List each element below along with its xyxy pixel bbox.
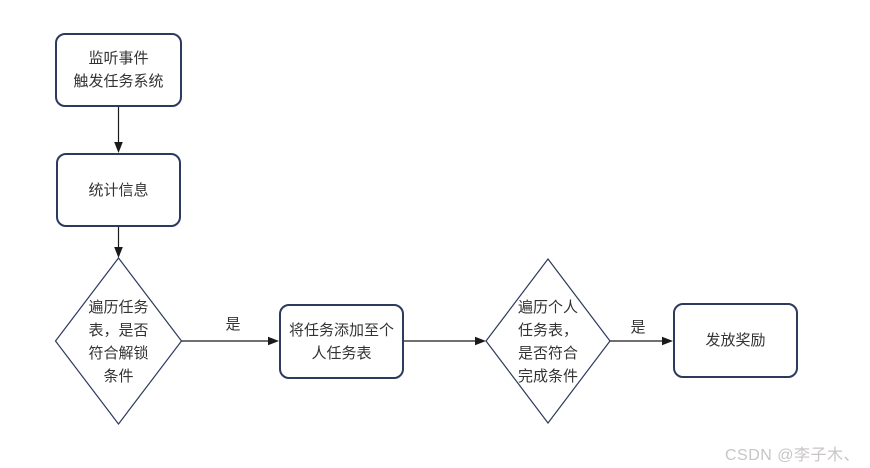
arrowhead-listen-to-stats [114, 142, 123, 153]
watermark: CSDN @李子木、 [724, 447, 860, 464]
edge-label-yes-unlock: 是 [225, 316, 241, 333]
edge-label-yes-complete: 是 [630, 319, 646, 336]
node-grant-reward: 发放奖励 [673, 303, 798, 378]
arrowhead-unlock-to-addtask [268, 336, 279, 346]
arrowhead-addtask-to-complete [475, 336, 486, 346]
node-listen-event: 监听事件 触发任务系统 [55, 33, 182, 107]
node-add-task: 将任务添加至个 人任务表 [279, 304, 404, 379]
decision-unlock-check-shape [54, 257, 183, 425]
decision-complete-check-label: 遍历个人 任务表， 是否符合 完成条件 [517, 299, 578, 385]
decision-complete-check-shape [485, 258, 611, 424]
node-stats-info: 统计信息 [56, 153, 181, 227]
arrowhead-stats-to-unlock [114, 247, 123, 258]
arrowhead-complete-to-reward [662, 336, 673, 346]
decision-unlock-check-label: 遍历任务 表，是否 符合解锁 条件 [88, 299, 149, 385]
